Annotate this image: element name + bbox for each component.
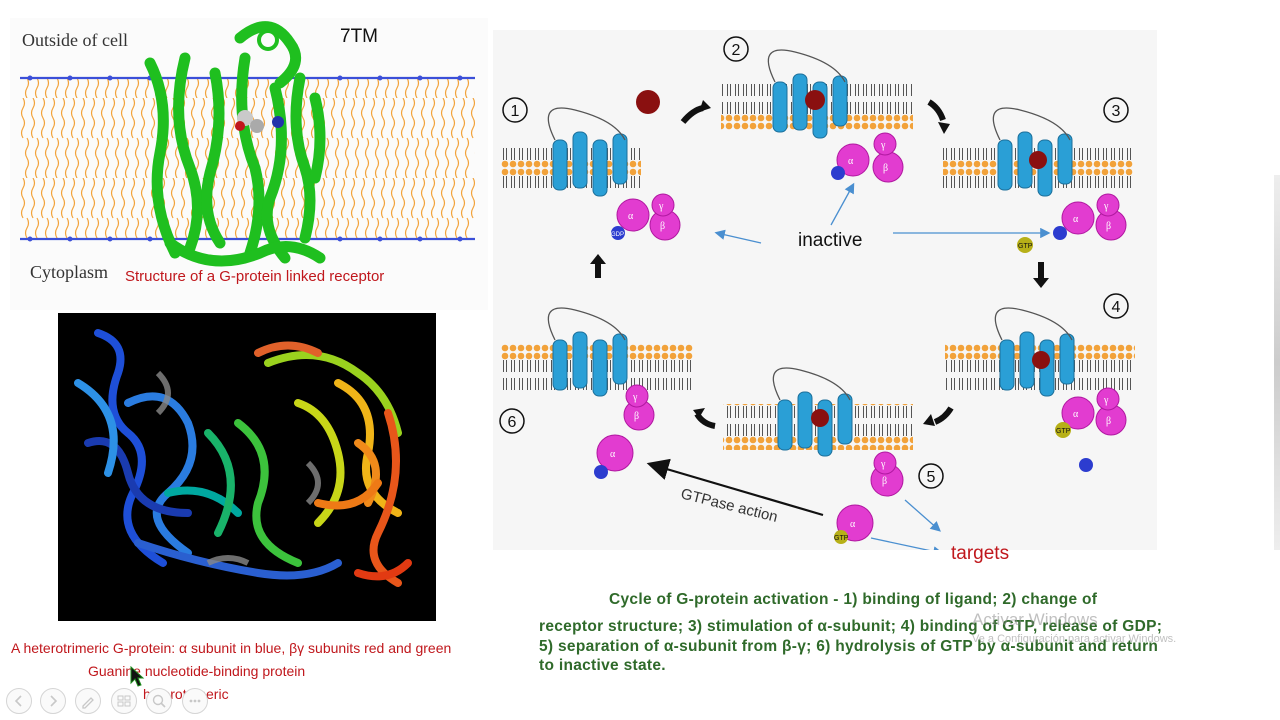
targets-arrow-top	[904, 499, 941, 532]
targets-label: targets	[951, 543, 1010, 564]
svg-text:α: α	[1073, 409, 1079, 420]
structure-caption-line2: Guanine nucleotide-binding protein	[88, 663, 306, 679]
prev-slide-button[interactable]	[6, 688, 32, 714]
svg-text:γ: γ	[880, 140, 886, 151]
targets-arrow-bottom	[870, 537, 944, 557]
nucleotide-balls	[594, 166, 1093, 544]
mouse-cursor-icon	[130, 666, 145, 687]
zoom-button[interactable]	[146, 688, 172, 714]
svg-text:β: β	[882, 476, 887, 487]
inactive-arrow-left	[714, 229, 762, 244]
prev-icon	[14, 695, 22, 707]
pen-icon	[82, 697, 94, 709]
activation-watermark-title: Activar Windows	[972, 610, 1098, 629]
svg-text:β: β	[883, 163, 888, 174]
seven-tm-label: 7TM	[340, 26, 378, 47]
inactive-arrow-up	[830, 182, 855, 226]
receptor-caption: Structure of a G-protein linked receptor	[125, 268, 385, 285]
receptor-membrane-illustration	[20, 21, 475, 267]
svg-text:β: β	[1106, 221, 1111, 232]
svg-text:γ: γ	[880, 459, 886, 470]
g-protein-subunits	[596, 132, 1127, 542]
slides-icon	[117, 695, 131, 707]
svg-text:α: α	[610, 449, 616, 460]
svg-text:β: β	[660, 221, 665, 232]
next-slide-button[interactable]	[40, 688, 66, 714]
pen-tool-button[interactable]	[75, 688, 101, 714]
cycle-illustration: α β γ α β γ α β γ α β γ β γ α α β γ	[499, 36, 1135, 557]
ligand-molecule	[235, 110, 284, 133]
svg-text:α: α	[850, 519, 856, 530]
g-protein-cycle-diagram: α β γ α β γ α β γ α β γ β γ α α β γ	[493, 30, 1157, 557]
seven-transmembrane-receptor	[144, 21, 326, 267]
gtp-tag: GTP	[834, 535, 849, 542]
cycle-caption-line2: receptor structure; 3) stimulation of α-…	[539, 618, 1163, 635]
next-icon	[50, 695, 58, 707]
more-options-button[interactable]	[182, 688, 208, 714]
svg-text:γ: γ	[1103, 201, 1109, 212]
step-number: 4	[1112, 299, 1121, 316]
gtpase-arrow	[646, 458, 824, 517]
structure-caption-line1: A heterotrimeric G-protein: α subunit in…	[11, 640, 452, 656]
svg-text:β: β	[634, 411, 639, 422]
cytoplasm-label: Cytoplasm	[30, 262, 109, 282]
receptor-helices	[552, 73, 1075, 457]
receptor-structure-panel: Outside of cell Cytoplasm 7TM Structure …	[10, 18, 488, 310]
gtp-tag: GTP	[1056, 428, 1071, 435]
cycle-caption-line3: 5) separation of α-subunit from β-γ; 6) …	[539, 638, 1159, 655]
step-number: 6	[508, 414, 517, 431]
g-protein-structure-image	[58, 313, 436, 621]
ribbon-structure	[74, 329, 412, 587]
step-number: 1	[511, 103, 520, 120]
see-all-slides-button[interactable]	[111, 688, 137, 714]
gtpase-action-label: GTPase action	[679, 485, 779, 525]
svg-text:α: α	[848, 156, 854, 167]
activation-watermark-subtitle: Ve a Configuración para activar Windows.	[972, 633, 1177, 645]
inactive-label: inactive	[798, 230, 862, 251]
step-number: 2	[732, 42, 741, 59]
svg-text:γ: γ	[658, 201, 664, 212]
step-number: 3	[1112, 103, 1121, 120]
svg-text:γ: γ	[632, 392, 638, 403]
svg-text:γ: γ	[1103, 395, 1109, 406]
step-number: 5	[927, 469, 936, 486]
svg-text:α: α	[628, 211, 634, 222]
ligand-free	[636, 90, 660, 114]
gtp-tag: GTP	[1018, 243, 1033, 250]
gdp-tag: GDP	[611, 232, 624, 238]
more-icon	[189, 699, 201, 703]
svg-text:β: β	[1106, 416, 1111, 427]
outside-of-cell-label: Outside of cell	[22, 30, 128, 50]
right-edge-strip	[1274, 175, 1280, 550]
svg-text:α: α	[1073, 214, 1079, 225]
cycle-caption-line1: Cycle of G-protein activation - 1) bindi…	[609, 591, 1098, 608]
cycle-caption-line4: to inactive state.	[539, 657, 666, 674]
zoom-icon	[152, 694, 166, 708]
subunit-glyphs: α β γ α β γ α β γ α β γ β γ α α β γ	[610, 140, 1111, 530]
